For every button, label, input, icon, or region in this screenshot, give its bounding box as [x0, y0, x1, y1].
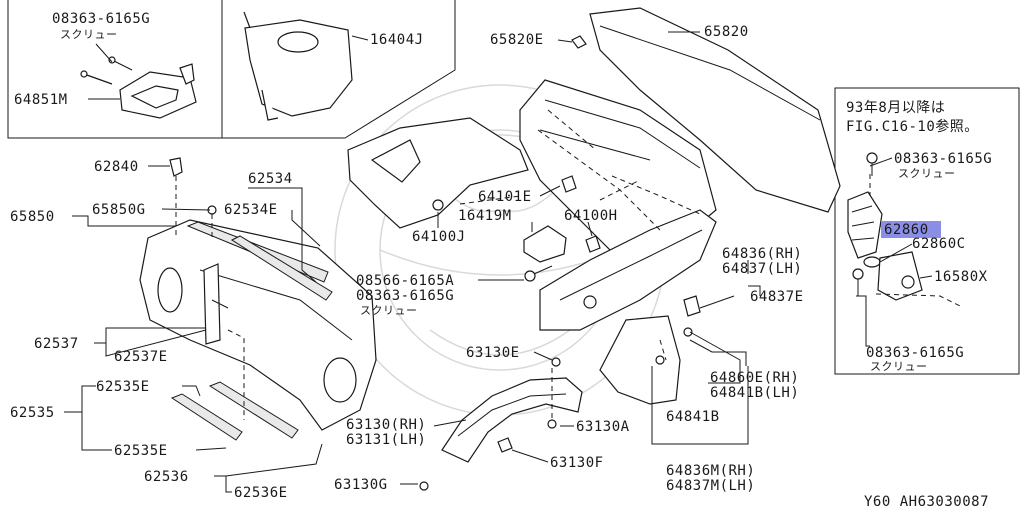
label-64860E-RH: 64860E(RH)	[710, 370, 799, 386]
label-screw-mid: スクリュー	[360, 304, 418, 317]
bracket-64851M	[119, 63, 197, 119]
label-62535: 62535	[10, 405, 55, 421]
inset-frame-right	[834, 87, 1020, 375]
label-64100H: 64100H	[564, 208, 618, 224]
label-65820: 65820	[704, 24, 749, 40]
label-64851M: 64851M	[14, 92, 68, 108]
clip-64101E	[561, 175, 577, 193]
label-62537E: 62537E	[114, 349, 168, 365]
label-63130E: 63130E	[466, 345, 520, 361]
label-65820E: 65820E	[490, 32, 544, 48]
clip-64837E	[683, 295, 701, 317]
highlight-62860	[881, 221, 941, 238]
clip-62840	[169, 157, 183, 177]
hood-65820	[589, 7, 841, 213]
label-62860C: 62860C	[912, 236, 966, 252]
clip-64100H	[585, 235, 601, 253]
inset-frame-left	[7, 0, 456, 139]
bolt-08566	[524, 265, 553, 282]
footer-code: Y60 AH63030087	[864, 494, 989, 510]
label-64100J: 64100J	[412, 229, 466, 245]
label-16580X: 16580X	[934, 269, 988, 285]
seal-62534	[186, 221, 333, 301]
label-62535E-bottom: 62535E	[114, 443, 168, 459]
wheel-housing-63130	[441, 377, 583, 463]
seal-62535	[170, 381, 299, 441]
label-63130A: 63130A	[576, 419, 630, 435]
label-64101E: 64101E	[478, 189, 532, 205]
label-62534: 62534	[248, 171, 293, 187]
label-16419M: 16419M	[458, 208, 512, 224]
label-08566-6165A: 08566-6165A	[356, 273, 454, 289]
label-62840: 62840	[94, 159, 139, 175]
duct-62860	[847, 191, 883, 259]
label-screw-right-bottom: スクリュー	[870, 360, 928, 373]
clip-64860E	[683, 327, 693, 337]
seal-64841B	[599, 315, 681, 405]
label-64837E: 64837E	[750, 289, 804, 305]
label-62535E-top: 62535E	[96, 379, 150, 395]
hood-ledge-64836	[539, 209, 717, 331]
label-63130G: 63130G	[334, 477, 388, 493]
leader-lines	[64, 31, 933, 493]
label-63130RH: 63130(RH)	[346, 417, 426, 433]
resonator-16580X	[877, 251, 923, 301]
note-line-1: 93年8月以降は	[846, 100, 945, 116]
clip-63130G	[419, 481, 429, 491]
clamp-62860C	[863, 256, 881, 268]
label-63130F: 63130F	[550, 455, 604, 471]
label-62860: 62860	[884, 222, 929, 238]
label-62534E: 62534E	[224, 202, 278, 218]
label-08363-6165G-mid: 08363-6165G	[356, 288, 454, 304]
label-64841B-LH: 64841B(LH)	[710, 385, 799, 401]
label-64836RH: 64836(RH)	[722, 246, 802, 262]
label-screw-right: スクリュー	[898, 167, 956, 180]
part-labels: 08363-6165G スクリュー 64851M 16404J 65820E 6…	[10, 11, 992, 510]
bracket-16419M	[523, 225, 567, 263]
label-65850: 65850	[10, 209, 55, 225]
screw-icon	[80, 56, 133, 85]
label-65850G: 65850G	[92, 202, 146, 218]
label-screw-top: スクリュー	[60, 28, 118, 41]
label-62536: 62536	[144, 469, 189, 485]
panel-16404J	[243, 11, 353, 121]
clip-65820E	[571, 35, 587, 49]
label-63131LH: 63131(LH)	[346, 432, 426, 448]
note-line-2: FIG.C16-10参照。	[846, 118, 979, 135]
label-64836M-RH: 64836M(RH)	[666, 463, 755, 479]
label-16404J: 16404J	[370, 32, 424, 48]
label-62537: 62537	[34, 336, 79, 352]
side-panel-64100J	[347, 117, 529, 229]
clip-63130F	[497, 437, 513, 453]
stay-62537	[203, 263, 229, 345]
label-62536E: 62536E	[234, 485, 288, 501]
label-64837LH: 64837(LH)	[722, 261, 802, 277]
label-08363-6165G-right-bottom: 08363-6165G	[866, 345, 964, 361]
label-64841B: 64841B	[666, 409, 720, 425]
label-08363-6165G-right: 08363-6165G	[894, 151, 992, 167]
clip-63130E	[551, 357, 561, 367]
label-64837M-LH: 64837M(LH)	[666, 478, 755, 494]
screw-right-icon	[852, 152, 878, 296]
label-08363-6165G-top: 08363-6165G	[52, 11, 150, 27]
clip-63130A	[547, 419, 557, 429]
